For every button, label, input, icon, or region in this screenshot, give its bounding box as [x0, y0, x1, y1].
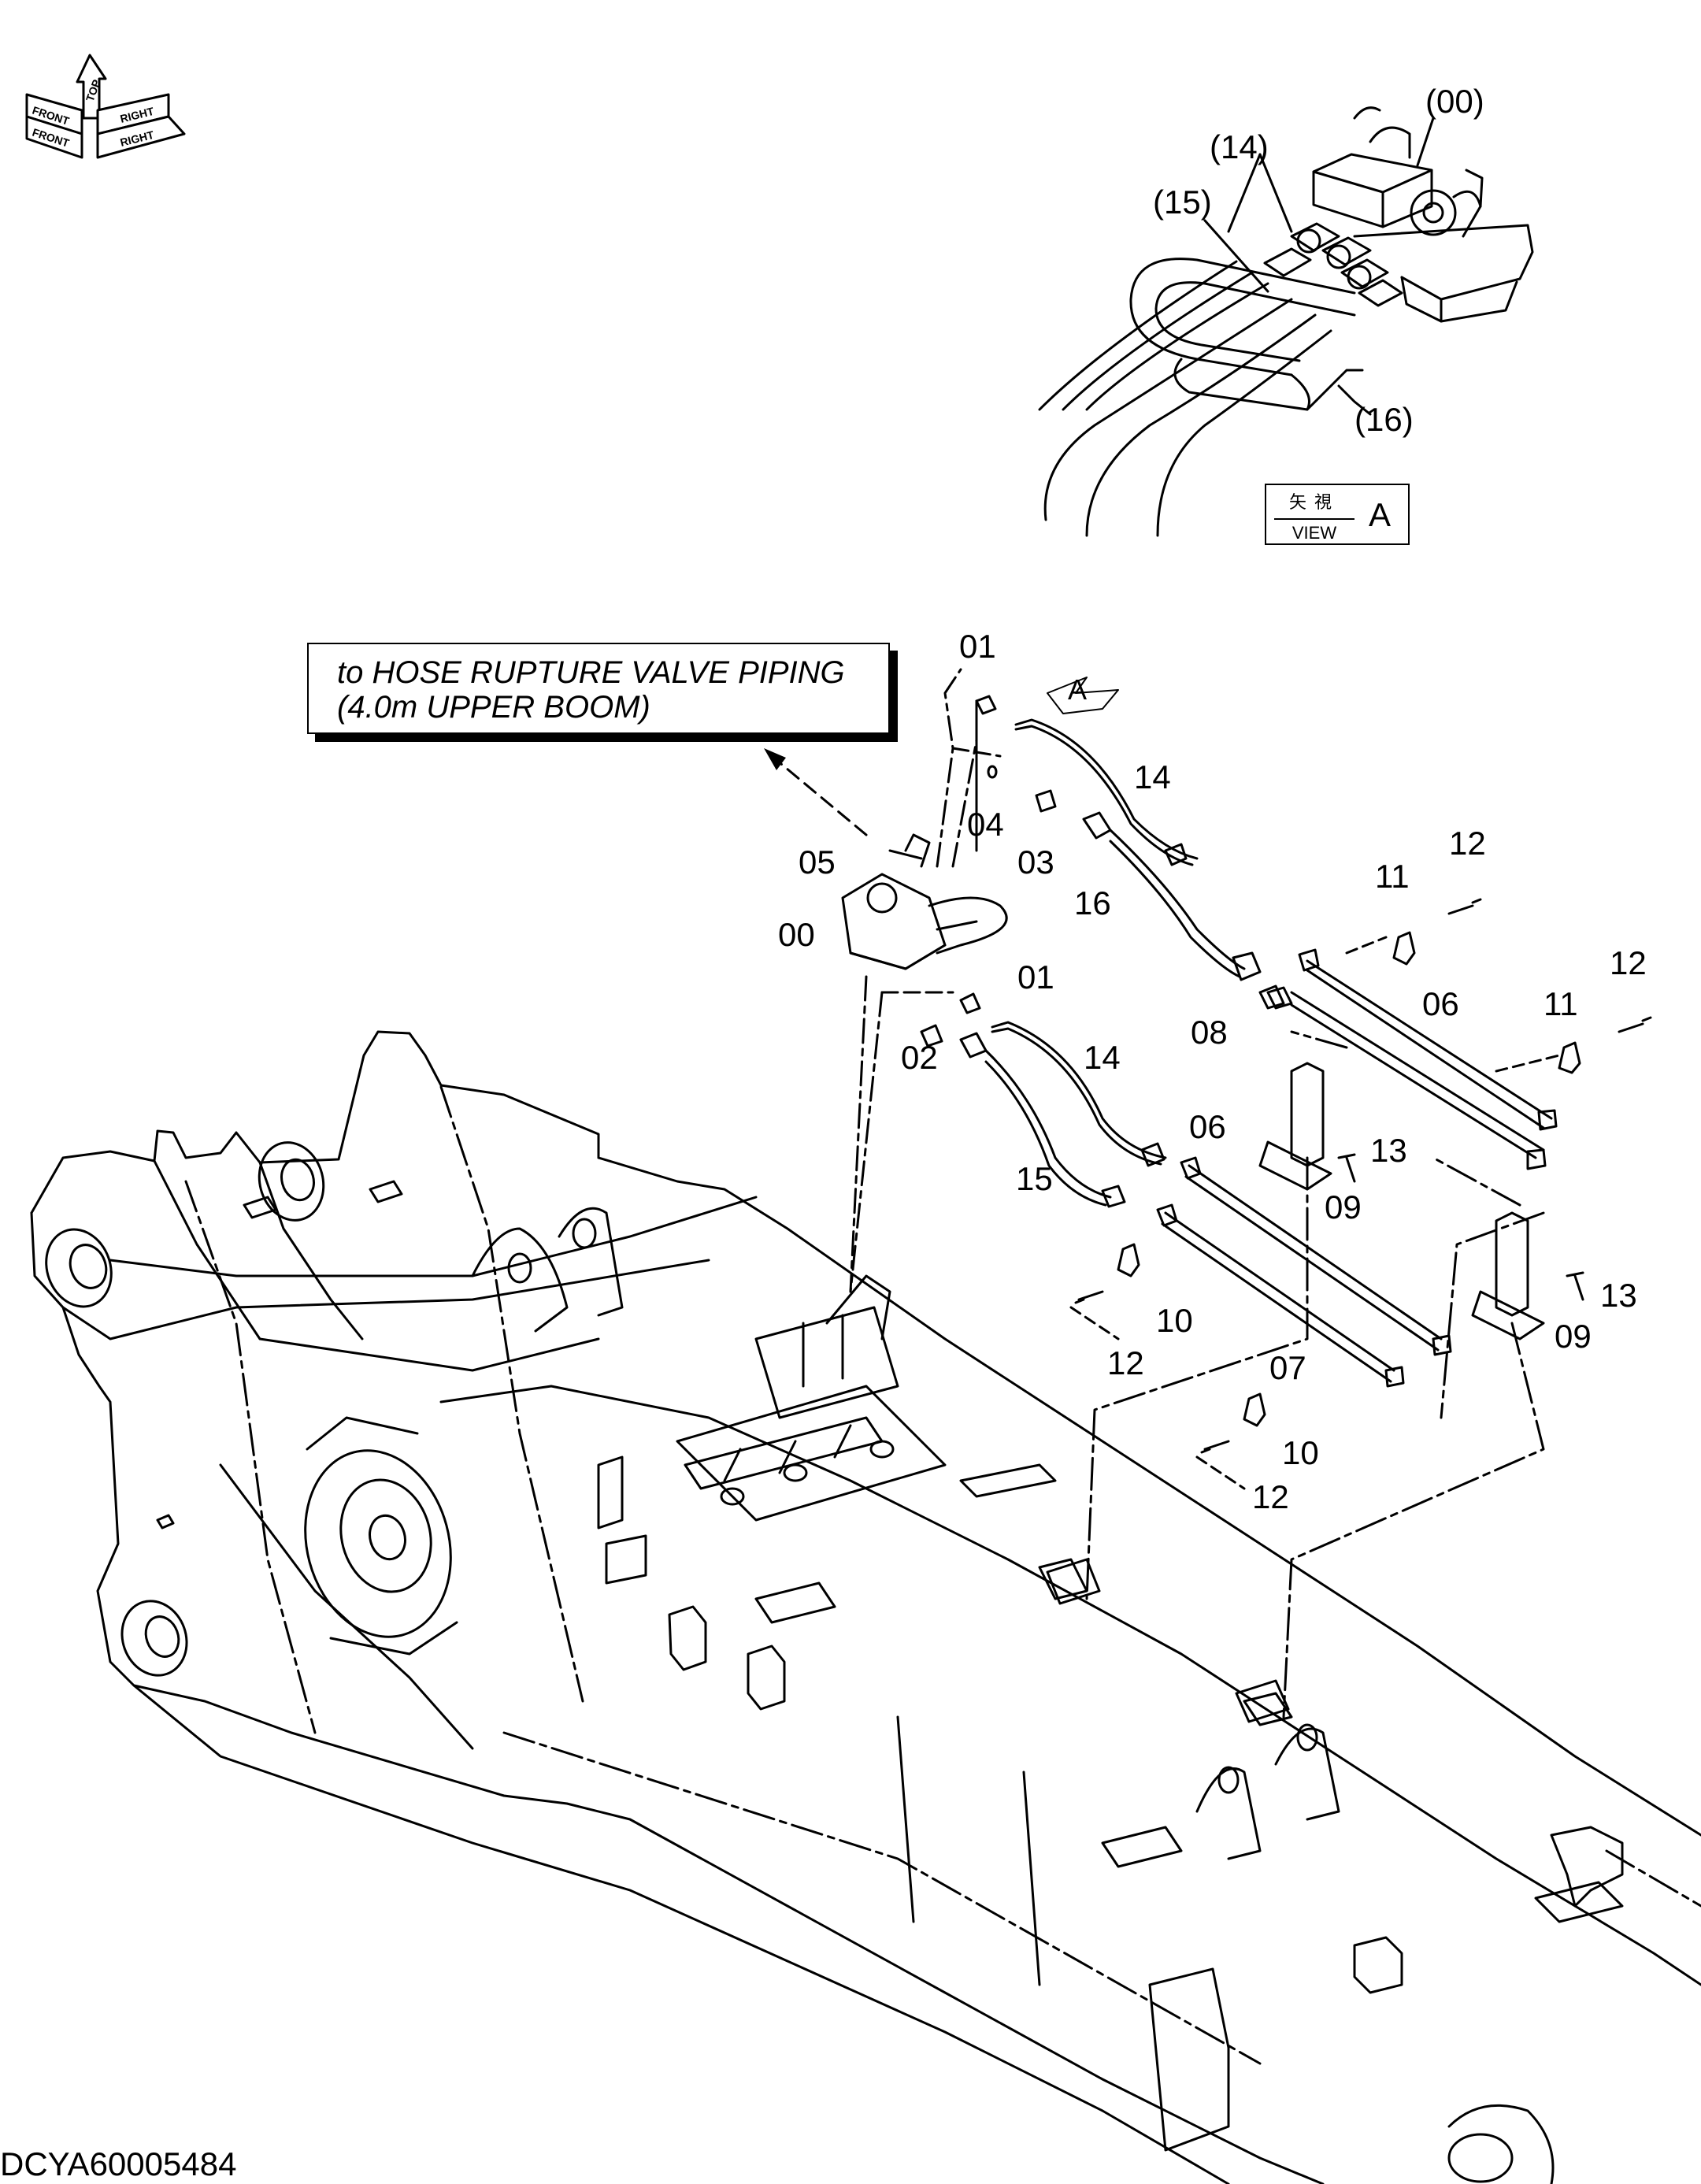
part-label-10-b: 10: [1282, 1434, 1319, 1471]
part-label-14-upper: 14: [1134, 758, 1171, 795]
boom-structure-drawing: [30, 1030, 1701, 2184]
view-label-english: VIEW: [1274, 518, 1354, 543]
detail-label-00: (00): [1425, 83, 1484, 120]
detail-label-16: (16): [1354, 401, 1414, 438]
part-label-05: 05: [799, 844, 836, 881]
part-label-12-b: 12: [1610, 944, 1647, 981]
part-label-15: 15: [1016, 1160, 1053, 1197]
part-label-01-upper: 01: [959, 628, 996, 665]
part-label-02: 02: [901, 1039, 938, 1076]
exploded-parts-drawing: [770, 668, 1652, 1723]
view-a-detail-drawing: [1038, 106, 1534, 537]
view-letter: A: [1369, 496, 1392, 533]
detail-label-15: (15): [1153, 184, 1212, 221]
view-a-marker-letter: A: [1068, 673, 1088, 706]
part-label-04: 04: [967, 806, 1004, 843]
document-id: DCYA60005484: [0, 2145, 237, 2182]
part-label-11-b: 11: [1544, 985, 1578, 1022]
part-label-06-lower: 06: [1189, 1108, 1226, 1145]
part-label-12-c: 12: [1107, 1344, 1144, 1381]
hose-rupture-valve-callout: to HOSE RUPTURE VALVE PIPING (4.0m UPPER…: [307, 643, 890, 734]
callout-line-2: (4.0m UPPER BOOM): [337, 690, 650, 725]
part-label-03: 03: [1017, 844, 1054, 881]
part-label-13-a: 13: [1370, 1132, 1407, 1169]
part-label-07: 07: [1269, 1349, 1306, 1386]
part-label-11-a: 11: [1375, 858, 1410, 895]
part-label-12-a: 12: [1449, 825, 1486, 862]
part-label-13-b: 13: [1600, 1277, 1637, 1314]
part-label-14-lower: 14: [1084, 1039, 1121, 1076]
callout-line-1: to HOSE RUPTURE VALVE PIPING: [337, 655, 845, 690]
view-a-label-box: 矢視 VIEW A: [1265, 484, 1410, 545]
view-label-japanese: 矢視: [1288, 492, 1340, 512]
part-label-09-a: 09: [1325, 1188, 1362, 1225]
part-label-00: 00: [778, 916, 815, 953]
part-label-08: 08: [1191, 1014, 1228, 1051]
callout-arrowhead: [764, 748, 786, 770]
part-label-12-d: 12: [1252, 1478, 1289, 1515]
part-label-01-lower: 01: [1017, 959, 1054, 996]
part-label-06-upper: 06: [1422, 985, 1459, 1022]
detail-label-14: (14): [1210, 128, 1269, 165]
part-label-10-a: 10: [1156, 1302, 1193, 1339]
orientation-icon: TOP FRONT FRONT RIGHT RIGHT: [11, 47, 200, 193]
part-label-09-b: 09: [1555, 1318, 1592, 1355]
part-label-16: 16: [1074, 884, 1111, 921]
